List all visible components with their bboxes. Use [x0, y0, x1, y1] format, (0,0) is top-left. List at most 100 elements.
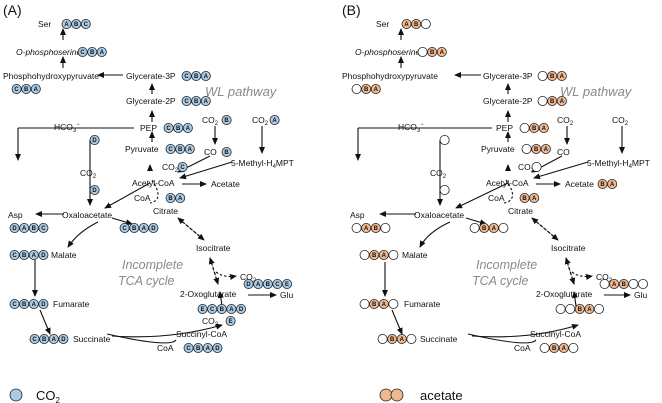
a-acetate: Acetate: [211, 179, 240, 189]
b-co2-pyruvate: CO2: [518, 162, 535, 174]
panel-a-label: (A): [3, 2, 22, 18]
carbon-atom-label: C: [180, 165, 185, 171]
carbon-atom: [262, 278, 273, 289]
a-co: CO: [204, 147, 217, 157]
legend-acetate-swatch-2: [390, 388, 404, 402]
carbon-atom: [11, 84, 22, 95]
carbon-atom: [281, 278, 292, 289]
carbon-atom: [191, 71, 202, 82]
carbon-atom: [129, 222, 140, 233]
b-methyl-h4mpt: 5-Methyl-H4MPT: [587, 158, 650, 170]
carbon-atom: [401, 18, 412, 29]
carbon-atom-label: B: [132, 226, 137, 232]
a-oxoglutarate: 2-Oxoglutarate: [180, 289, 236, 299]
carbon-atom-label: A: [272, 118, 277, 124]
b-pyruvate: Pyruvate: [481, 144, 515, 154]
a-co2-succinyl-carbons: E: [225, 315, 236, 326]
panel-b: (B): [342, 2, 650, 353]
carbon-atom-label: A: [374, 87, 379, 93]
carbon-atom-label: C: [32, 337, 37, 343]
carbon-atom-label: C: [275, 282, 280, 288]
carbon-atom: [181, 96, 192, 107]
carbon-atom: [618, 278, 629, 289]
carbon-atom-label: B: [578, 307, 583, 313]
carbon-atom-label: A: [204, 99, 209, 105]
b-coa-2: CoA: [514, 343, 531, 353]
carbon-atom-label: B: [414, 22, 419, 28]
carbon-atom: [221, 146, 232, 157]
carbon-atom: [538, 123, 549, 134]
a-isocitrate: Isocitrate: [196, 243, 231, 253]
carbon-atom: [89, 134, 100, 145]
carbon-atom-label: A: [100, 50, 105, 56]
a-co2-methyl-carbons: A: [269, 115, 280, 126]
carbon-atom-label: A: [64, 22, 69, 28]
a-co2-methyl: CO2: [252, 115, 269, 127]
carbon-atom-label: D: [61, 337, 66, 343]
a-oxaloacetate: Oxaloacetate: [62, 210, 112, 220]
carbon-atom: [29, 333, 40, 344]
carbon-atom-label: A: [612, 282, 617, 288]
carbon-atom: [28, 249, 39, 260]
carbon-atom: [175, 143, 186, 154]
carbon-atom-label: E: [201, 307, 205, 313]
a-co2-pyruvate: CO2: [162, 162, 179, 174]
carbon-atom-label: A: [178, 196, 183, 202]
carbon-atom-label: B: [430, 50, 435, 56]
carbon-atom-label: C: [210, 307, 215, 313]
carbon-atom: [181, 71, 192, 82]
carbon-atom: [436, 47, 447, 58]
carbon-atom: [9, 249, 20, 260]
carbon-atom: [19, 222, 30, 233]
carbon-atom: [638, 278, 649, 289]
carbon-atom: [594, 303, 605, 314]
carbon-atom: [519, 123, 530, 134]
b-tca-line2: TCA cycle: [472, 274, 529, 288]
carbon-atom-label: A: [22, 226, 27, 232]
carbon-atom-label: B: [74, 22, 79, 28]
carbon-atom: [531, 161, 542, 172]
carbon-atom: [556, 96, 567, 107]
b-co2-oaa: CO2: [430, 168, 447, 180]
a-pyruvate: Pyruvate: [125, 144, 159, 154]
carbon-atom: [48, 333, 59, 344]
carbon-atom-label: B: [176, 126, 181, 132]
carbon-atom: [87, 47, 98, 58]
carbon-atom-label: D: [215, 346, 220, 352]
panel-a-arrows: [15, 28, 277, 344]
carbon-atom-label: C: [186, 346, 191, 352]
carbon-atom: [175, 192, 186, 203]
a-glycerate-2p: Glycerate-2P: [126, 96, 176, 106]
a-glu: Glu: [280, 290, 294, 300]
carbon-atom-label: B: [178, 147, 183, 153]
a-wl-pathway: WL pathway: [205, 84, 278, 99]
b-coa: CoA: [488, 193, 505, 203]
carbon-atom: [19, 298, 30, 309]
legend: CO2 acetate: [9, 388, 463, 403]
a-o-phosphoserine: O-phosphoserine: [16, 47, 81, 57]
carbon-atom: [182, 123, 193, 134]
b-pep: PEP: [496, 123, 513, 133]
carbon-atom-label: A: [532, 196, 537, 202]
carbon-atom: [359, 249, 370, 260]
carbon-atom: [378, 249, 389, 260]
a-phosphohydroxypyruvate: Phosphohydroxypyruvate: [3, 71, 99, 81]
a-succinyl-coa: Succinyl-CoA: [176, 329, 227, 339]
carbon-atom: [9, 222, 20, 233]
carbon-atom: [498, 222, 509, 233]
